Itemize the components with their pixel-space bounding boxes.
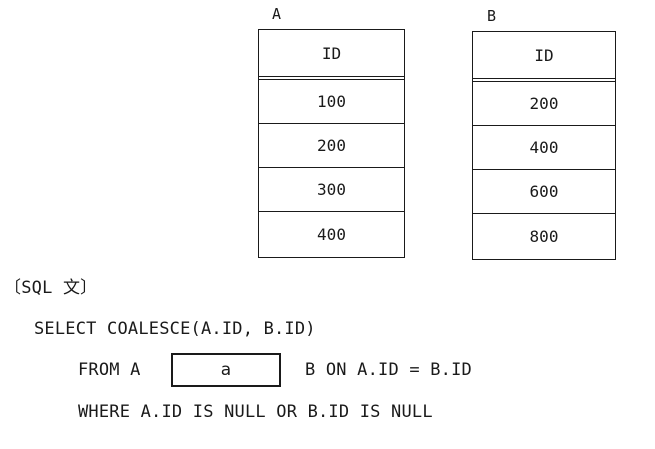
sql-line-where: WHERE A.ID IS NULL OR B.ID IS NULL	[78, 402, 433, 422]
table-a-row: 200	[259, 124, 404, 168]
table-b: ID 200 400 600 800	[472, 31, 616, 260]
table-b-row: 200	[473, 82, 615, 126]
table-a-name: A	[272, 5, 282, 23]
table-a-row: 400	[317, 224, 346, 244]
sql-line-from-prefix: FROM A	[78, 360, 141, 380]
table-b-name: B	[487, 7, 497, 25]
sql-heading: 〔SQL 文〕	[4, 278, 98, 298]
table-b-header: ID	[473, 32, 615, 82]
table-a: ID 100 200 300 400	[258, 29, 405, 258]
table-b-row: 400	[473, 126, 615, 170]
table-a-row: 100	[259, 80, 404, 124]
sql-line-from-suffix: B ON A.ID = B.ID	[305, 360, 472, 380]
answer-blank-label: a	[220, 360, 232, 380]
sql-line-select: SELECT COALESCE(A.ID, B.ID)	[34, 319, 316, 339]
table-b-row: 800	[529, 226, 559, 246]
table-a-header: ID	[259, 30, 404, 80]
answer-blank-box: a	[171, 353, 281, 387]
table-a-row: 300	[259, 168, 404, 212]
table-b-row: 600	[473, 170, 615, 214]
